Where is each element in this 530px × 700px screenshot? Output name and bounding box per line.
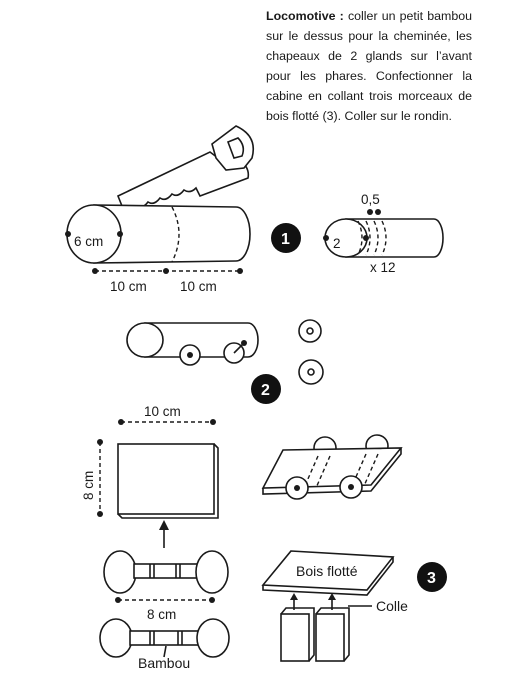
- step-1-badge: 1: [271, 223, 301, 253]
- step-2-badge-label: 2: [261, 382, 270, 399]
- board-illustration: 10 cm 8 cm: [81, 404, 219, 548]
- step-3-badge: 3: [417, 562, 447, 592]
- step-2-badge: 2: [251, 374, 281, 404]
- log-illustration: 6 cm 10 cm 10 cm: [65, 204, 251, 294]
- step-1-badge-label: 1: [281, 231, 290, 248]
- bamboo-label: Bambou: [138, 655, 190, 671]
- board-height-label: 8 cm: [81, 471, 96, 500]
- wagon-illustration: [261, 434, 403, 500]
- cab-illustration: Bois flotté Colle: [261, 550, 408, 662]
- saw-illustration: [116, 125, 255, 210]
- axle-length-label: 8 cm: [147, 607, 176, 622]
- chassis-illustration: [126, 319, 324, 385]
- glue-label: Colle: [376, 598, 408, 614]
- bamboo-axle-illustration: Bambou: [99, 618, 230, 671]
- axle-illustration: 8 cm: [103, 550, 229, 622]
- log-length-1-label: 10 cm: [110, 279, 147, 294]
- instructions-text: Locomotive : coller un petit bambou sur …: [266, 6, 472, 126]
- instructions-body: coller un petit bambou sur le dessus pou…: [266, 9, 472, 123]
- board-width-label: 10 cm: [144, 404, 181, 419]
- slice-thickness-label: 0,5: [361, 192, 380, 207]
- instructions-title: Locomotive :: [266, 9, 344, 23]
- log-diameter-label: 6 cm: [74, 234, 103, 249]
- driftwood-label: Bois flotté: [296, 563, 358, 579]
- step-3-badge-label: 3: [427, 570, 436, 587]
- slice-count-label: x 12: [370, 260, 396, 275]
- small-diameter-label: 2: [333, 236, 341, 251]
- small-log-illustration: 0,5 2 x 12: [323, 192, 444, 275]
- log-length-2-label: 10 cm: [180, 279, 217, 294]
